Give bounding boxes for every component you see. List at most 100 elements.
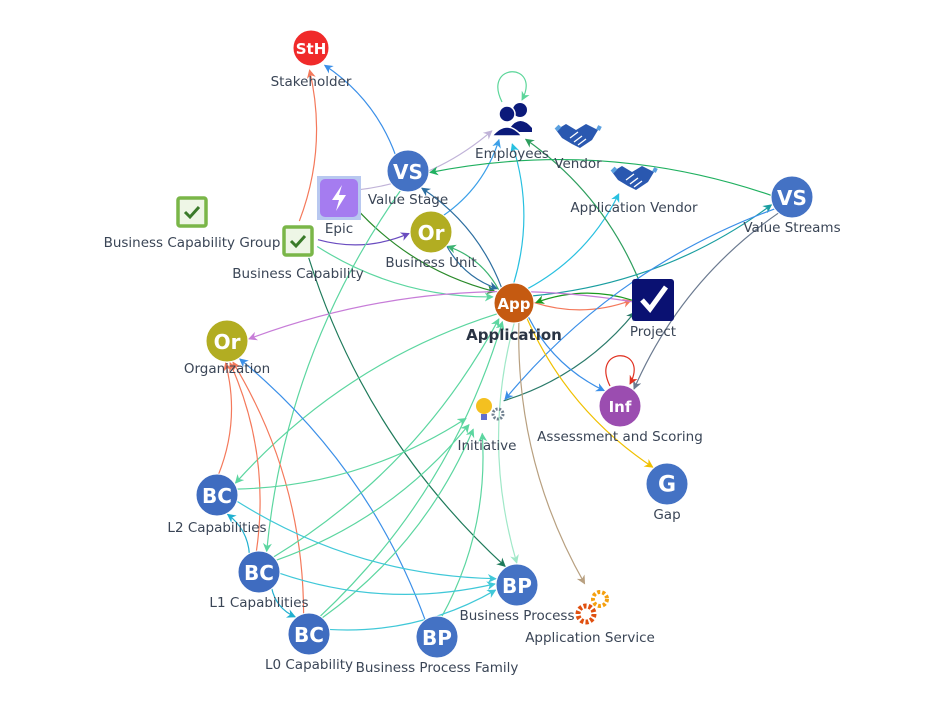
edge-project-to-organization[interactable] xyxy=(248,290,634,341)
edge-l2-to-organization[interactable] xyxy=(217,362,233,476)
node-value_stage[interactable]: VS Value Stage xyxy=(368,149,448,208)
node-badge-text: BP xyxy=(502,574,532,598)
edge-l1-to-application[interactable] xyxy=(272,318,500,558)
edge-application-to-employees[interactable] xyxy=(510,143,525,284)
edge-value_streams-to-initiative[interactable] xyxy=(504,207,776,401)
nodes-layer: StHStakeholderEmployeesVendorApplication… xyxy=(104,29,841,676)
edge-project-to-employees[interactable] xyxy=(524,138,642,285)
node-bcg[interactable]: Business Capability Group xyxy=(104,196,281,251)
edge-application-to-value_stage[interactable] xyxy=(421,187,503,288)
edge-l1-to-l2[interactable] xyxy=(226,513,251,555)
edge-application-to-project[interactable] xyxy=(533,299,632,311)
node-label: Assessment and Scoring xyxy=(537,429,703,445)
node-badge-text: G xyxy=(658,473,676,498)
edge-bpf-to-organization[interactable] xyxy=(239,358,426,621)
node-l1[interactable]: BC L1 Capabilities xyxy=(209,550,309,611)
gears-icon xyxy=(575,590,609,625)
edge-l1-to-l0[interactable] xyxy=(270,587,297,618)
check-icon xyxy=(176,196,208,228)
node-label: Vendor xyxy=(554,156,602,172)
edge-bc-to-stakeholder[interactable] xyxy=(298,69,318,222)
edge-application-to-assessment[interactable] xyxy=(527,316,606,392)
edge-bc-to-business_unit[interactable] xyxy=(317,232,410,246)
edge-value_streams-to-value_stage[interactable] xyxy=(429,158,773,197)
edge-application-to-l2[interactable] xyxy=(234,313,498,484)
badge-circle-icon: Or xyxy=(409,210,453,254)
edge-business_unit-to-employees[interactable] xyxy=(442,138,501,217)
node-bc[interactable]: Business Capability xyxy=(232,225,364,282)
edge-bpf-to-initiative[interactable] xyxy=(440,432,488,618)
employees-icon xyxy=(490,103,532,137)
node-badge-text: BP xyxy=(422,626,452,650)
node-badge-text: BC xyxy=(202,484,232,508)
node-label: Application Service xyxy=(525,630,655,646)
edge-application-to-app_service[interactable] xyxy=(518,322,586,585)
node-badge-text: BC xyxy=(244,561,274,585)
node-bp[interactable]: BP Business Process xyxy=(459,563,575,624)
node-employees[interactable]: Employees xyxy=(475,103,549,162)
node-label: Business Capability xyxy=(232,266,363,282)
node-badge-text: VS xyxy=(393,160,423,184)
handshake-icon xyxy=(610,166,658,190)
edge-project-to-application[interactable] xyxy=(535,292,634,304)
edge-l2-to-initiative[interactable] xyxy=(236,417,467,490)
edge-l0-to-initiative[interactable] xyxy=(321,428,475,619)
node-label: L2 Capabilities xyxy=(167,520,266,536)
edge-value_streams-to-assessment[interactable] xyxy=(633,211,780,390)
node-app_service[interactable]: Application Service xyxy=(525,590,655,646)
node-label: Application xyxy=(466,326,562,344)
node-app_vendor[interactable]: Application Vendor xyxy=(570,166,698,216)
project-icon xyxy=(632,279,674,321)
edge-l0-to-bp[interactable] xyxy=(328,589,497,631)
node-label: Value Streams xyxy=(743,220,840,236)
edge-value_stage-to-l1[interactable] xyxy=(262,189,402,553)
node-label: Value Stage xyxy=(368,192,448,208)
edge-l2-to-bp[interactable] xyxy=(235,500,497,584)
edge-epic-to-application[interactable] xyxy=(355,207,497,295)
node-badge-text: App xyxy=(497,295,530,313)
edge-assessment-to-assessment[interactable] xyxy=(605,355,638,387)
node-vendor[interactable]: Vendor xyxy=(554,124,602,172)
edge-initiative-to-project[interactable] xyxy=(503,311,636,402)
edge-value_stage-to-stakeholder[interactable] xyxy=(323,64,397,156)
node-label: L0 Capability xyxy=(265,657,353,673)
edge-employees-to-employees[interactable] xyxy=(497,71,530,103)
edge-l0-to-application[interactable] xyxy=(319,320,505,618)
edge-application-to-business_unit[interactable] xyxy=(446,244,500,291)
edge-application-to-app_vendor[interactable] xyxy=(527,193,620,290)
check-icon xyxy=(282,225,314,257)
node-label: L1 Capabilities xyxy=(209,595,308,611)
edge-application-to-gap[interactable] xyxy=(526,318,654,468)
badge-circle-icon: BC xyxy=(195,473,239,517)
edge-application-to-bp[interactable] xyxy=(497,322,519,564)
node-initiative[interactable]: Initiative xyxy=(458,398,517,454)
handshake-icon xyxy=(554,124,602,148)
edge-l1-to-organization[interactable] xyxy=(229,361,261,553)
edge-bc-to-bp[interactable] xyxy=(308,257,506,568)
node-l2[interactable]: BC L2 Capabilities xyxy=(167,473,267,536)
edge-bc-to-application[interactable] xyxy=(316,246,494,302)
badge-circle-icon: Or xyxy=(205,319,249,363)
edge-application-to-value_streams[interactable] xyxy=(532,204,773,297)
node-project[interactable]: Project xyxy=(630,279,676,340)
bulb-icon xyxy=(476,398,505,421)
node-epic[interactable]: Epic xyxy=(317,176,361,237)
edge-l1-to-initiative[interactable] xyxy=(275,423,470,562)
node-label: Business Process xyxy=(459,608,574,624)
edge-l1-to-bp[interactable] xyxy=(278,572,496,595)
badge-circle-icon: VS xyxy=(770,175,814,219)
node-label: Application Vendor xyxy=(570,200,698,216)
badge-circle-icon: StH xyxy=(292,29,330,67)
node-label: Business Capability Group xyxy=(104,235,281,251)
node-label: Organization xyxy=(184,361,270,377)
